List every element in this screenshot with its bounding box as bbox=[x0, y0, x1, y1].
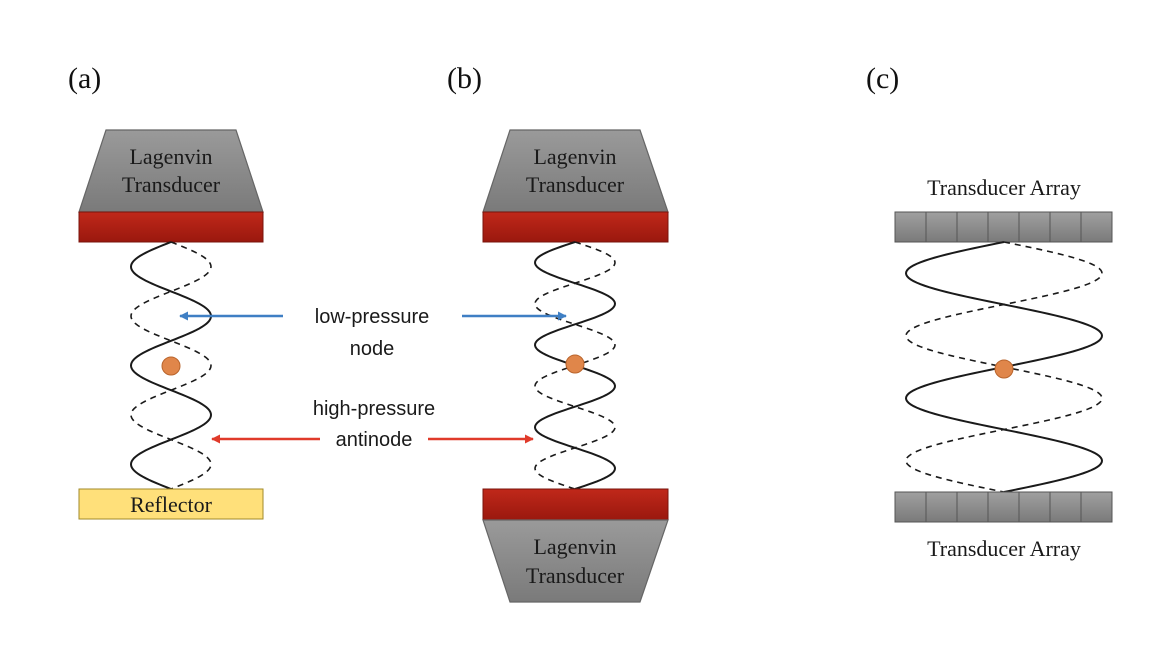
array-element bbox=[987, 211, 1020, 243]
array-element bbox=[894, 491, 927, 523]
array-element bbox=[925, 491, 958, 523]
array-element bbox=[894, 211, 927, 243]
transducer-label-b-bottom-line1: Lagenvin bbox=[533, 534, 616, 559]
annotations: low-pressure node high-pressure antinode bbox=[179, 306, 567, 451]
panel-a: Lagenvin Transducer Reflector bbox=[78, 129, 264, 520]
transducer-label-b-top-line2: Transducer bbox=[526, 172, 625, 197]
transducer-body-b-bottom bbox=[482, 519, 669, 603]
node-label-line1: low-pressure bbox=[315, 306, 429, 328]
transducer-plate-b-bottom bbox=[482, 488, 669, 521]
transducer-label-b-top-line1: Lagenvin bbox=[533, 144, 616, 169]
transducer-label-b-bottom-line2: Transducer bbox=[526, 563, 625, 588]
array-element bbox=[1049, 491, 1082, 523]
reflector bbox=[78, 488, 264, 520]
array-element bbox=[1049, 211, 1082, 243]
transducer-label-a-line1: Lagenvin bbox=[129, 144, 212, 169]
antinode-label-line1: high-pressure bbox=[313, 398, 435, 420]
panel-label-b: (b) bbox=[447, 62, 482, 95]
standing-wave-dashed-a bbox=[130, 241, 212, 490]
transducer-plate-a bbox=[78, 211, 264, 243]
array-element bbox=[925, 211, 958, 243]
array-element bbox=[956, 491, 989, 523]
standing-wave-solid-a bbox=[129, 241, 213, 490]
array-element bbox=[1080, 211, 1113, 243]
array-label-bottom: Transducer Array bbox=[927, 536, 1081, 561]
levitated-particle-a bbox=[161, 356, 181, 376]
transducer-array-bottom bbox=[894, 491, 1113, 523]
array-element bbox=[1018, 211, 1051, 243]
node-label-line2: node bbox=[350, 338, 395, 360]
levitated-particle-c bbox=[994, 359, 1014, 379]
array-label-top: Transducer Array bbox=[927, 175, 1081, 200]
array-element bbox=[1018, 491, 1051, 523]
panel-label-c: (c) bbox=[866, 62, 899, 95]
antinode-label-line2: antinode bbox=[336, 429, 413, 451]
transducer-array-top bbox=[894, 211, 1113, 243]
panel-b: Lagenvin Transducer Lagenvin Transducer bbox=[482, 129, 669, 603]
levitated-particle-b bbox=[565, 354, 585, 374]
array-element bbox=[956, 211, 989, 243]
array-element bbox=[987, 491, 1020, 523]
panel-c: Transducer Array Transducer Array bbox=[894, 175, 1113, 561]
transducer-body-a bbox=[78, 129, 264, 213]
transducer-label-a-line2: Transducer bbox=[122, 172, 221, 197]
transducer-body-b-top bbox=[482, 129, 669, 213]
reflector-label: Reflector bbox=[130, 492, 213, 517]
array-element bbox=[1080, 491, 1113, 523]
transducer-plate-b-top bbox=[482, 211, 669, 243]
panel-label-a: (a) bbox=[68, 62, 101, 95]
